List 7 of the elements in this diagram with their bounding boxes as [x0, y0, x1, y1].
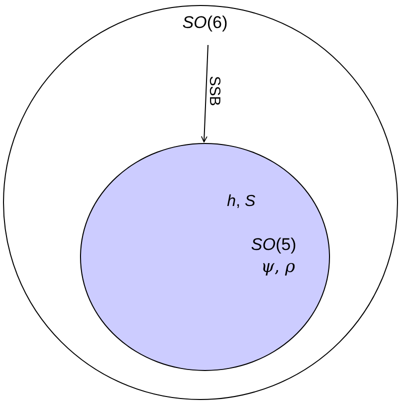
- arrow: [201, 44, 208, 142]
- math-label: ψ, ρ: [261, 259, 296, 276]
- math-label: h, S: [227, 194, 256, 210]
- group-label: SO(6): [174, 10, 236, 36]
- outer-circle: [3, 5, 398, 400]
- math-label: SO(5): [251, 236, 296, 253]
- edge-label: SSB: [207, 76, 222, 106]
